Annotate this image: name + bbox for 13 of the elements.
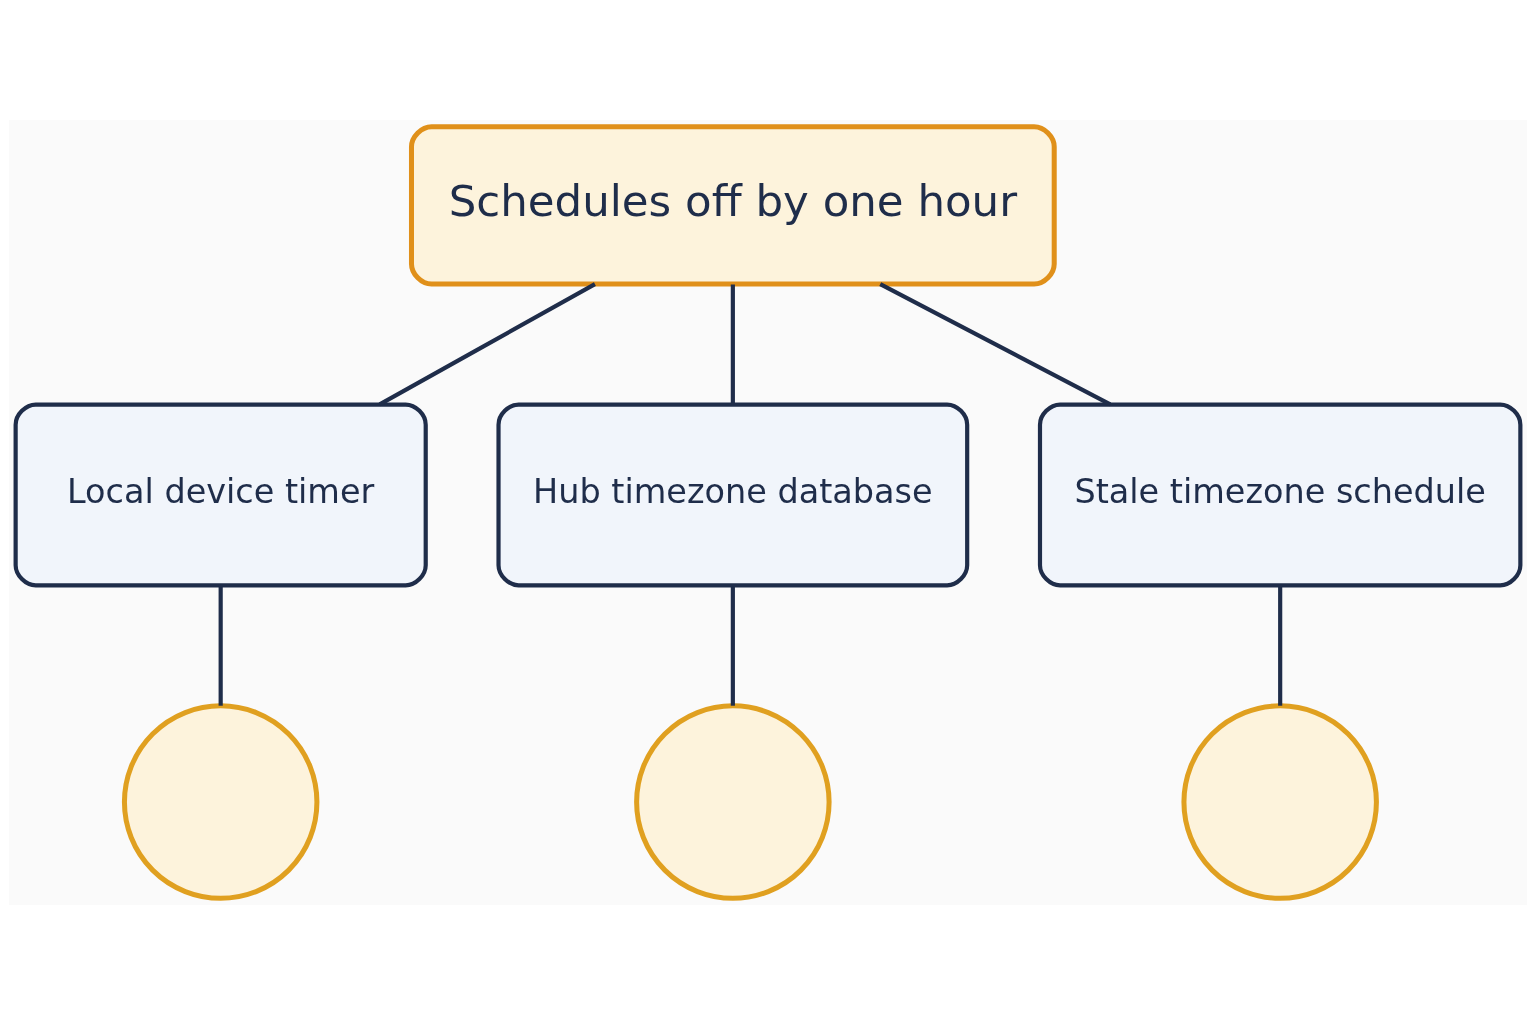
node-box: Hub timezone database — [496, 401, 970, 587]
node-box: Schedules off by one hour — [409, 123, 1057, 287]
node-circle — [121, 702, 320, 901]
connector — [1278, 585, 1283, 706]
connector — [879, 281, 1112, 406]
node-box: Local device timer — [13, 401, 428, 587]
node-box: Stale timezone schedule — [1037, 401, 1523, 587]
connector — [378, 281, 596, 406]
connector — [730, 284, 735, 404]
connector — [218, 585, 223, 706]
node-circle — [634, 702, 832, 901]
connector — [730, 585, 735, 706]
node-circle — [1181, 702, 1379, 901]
